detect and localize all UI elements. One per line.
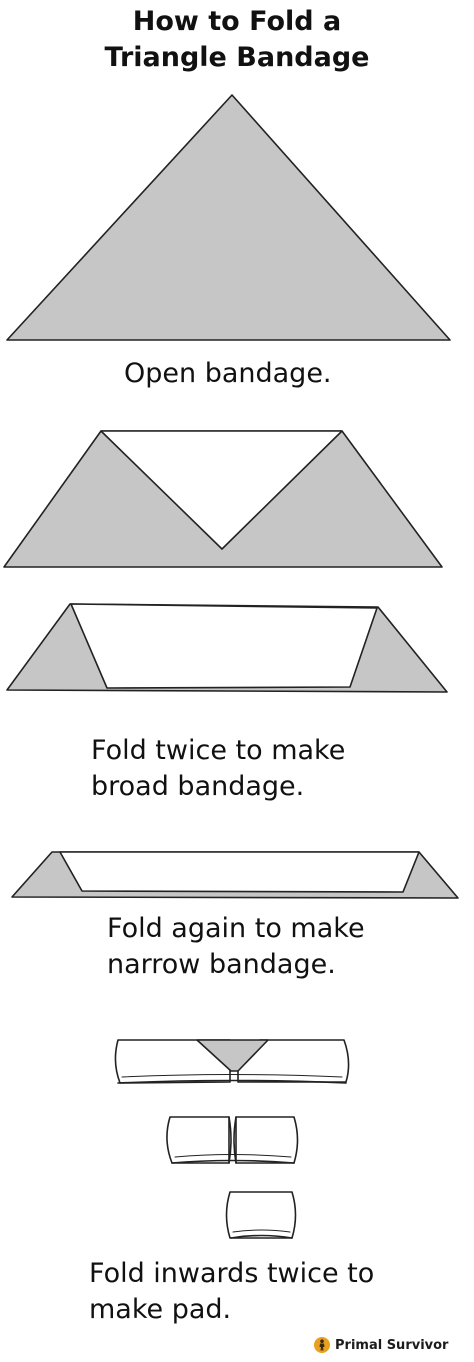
step-2-caption-line-1: Fold twice to make (91, 735, 346, 766)
title-line-2: Triangle Bandage (104, 42, 370, 73)
step-2-caption-line-2: broad bandage. (91, 771, 305, 802)
step-2-caption: Fold twice to make broad bandage. (91, 733, 345, 805)
title-line-1: How to Fold a (132, 6, 342, 37)
step-4-caption-line-2: make pad. (89, 1294, 232, 1325)
pad-fold-stage-2 (166, 1116, 299, 1164)
step-3-caption-line-2: narrow bandage. (107, 949, 336, 980)
page-title: How to Fold a Triangle Bandage (0, 4, 474, 76)
brand-logo: Primal Survivor (314, 1335, 448, 1355)
first-fold-figure (3, 430, 443, 568)
finished-pad (225, 1191, 297, 1239)
step-3-caption-line-1: Fold again to make (107, 913, 365, 944)
brand-name: Primal Survivor (335, 1337, 449, 1353)
step-1-caption: Open bandage. (124, 356, 332, 392)
pad-fold-stage-1 (114, 1039, 350, 1084)
step-3-caption: Fold again to make narrow bandage. (107, 911, 365, 983)
broad-bandage-figure (6, 603, 448, 693)
survivor-icon (314, 1337, 330, 1353)
step-4-caption: Fold inwards twice to make pad. (89, 1256, 374, 1328)
step-4-caption-line-1: Fold inwards twice to (89, 1258, 375, 1289)
narrow-bandage-figure (11, 851, 459, 899)
open-bandage-triangle (6, 94, 451, 341)
step-1-caption-line-1: Open bandage. (124, 358, 332, 389)
